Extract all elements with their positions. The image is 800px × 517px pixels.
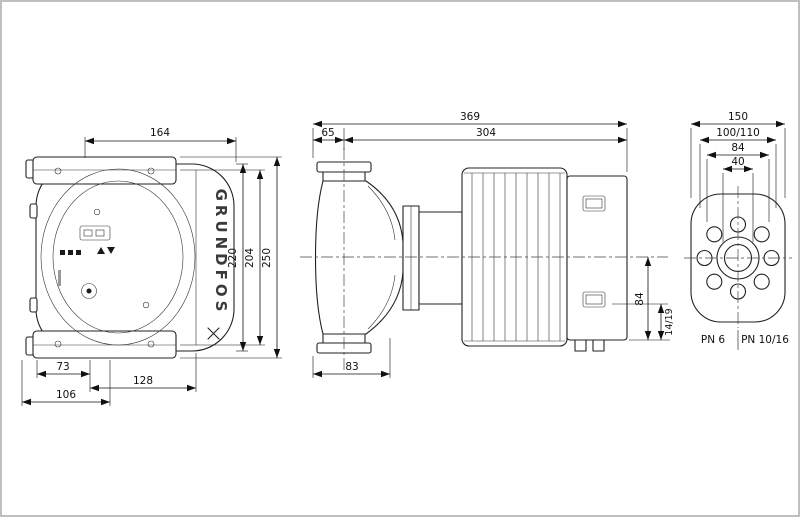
pn10-16-label: PN 10/16: [741, 334, 789, 346]
connector: [582, 291, 606, 308]
dim-label-40: 40: [731, 156, 744, 168]
dim-label-304: 304: [476, 127, 496, 139]
dim-label-164: 164: [150, 127, 170, 139]
dim-label-128: 128: [133, 375, 153, 387]
arrow-down-icon: [107, 247, 115, 254]
dim-label-100-110: 100/110: [716, 127, 760, 139]
top-flange: [25, 156, 177, 185]
dim-label-204: 204: [244, 248, 256, 268]
dim-label-369: 369: [460, 111, 480, 123]
dim-front-bottom: 73 128 106: [21, 353, 197, 406]
bolt-hole: [147, 167, 155, 175]
dim-label-84-flange: 84: [731, 142, 745, 154]
dim-label-83: 83: [345, 361, 358, 373]
screw: [93, 208, 101, 216]
dim-side-bottom: 83: [312, 338, 391, 378]
pn6-label: PN 6: [701, 334, 726, 346]
flange-end-view: 150 100/110 84 40 PN 6 PN 10/16: [684, 111, 792, 350]
dim-front-width: 164: [84, 127, 237, 162]
button: [60, 250, 65, 255]
side-view: 369 65 304 84 14/19 83: [300, 111, 675, 378]
bolt-hole: [147, 340, 155, 348]
volute: [314, 180, 404, 335]
dim-label-150: 150: [728, 111, 748, 123]
dim-label-220: 220: [227, 248, 239, 268]
control-panel: [40, 168, 196, 346]
display: [79, 225, 111, 241]
clamp-screw: [29, 203, 38, 219]
pn-table: PN 6 PN 10/16: [701, 330, 789, 350]
dim-label-65: 65: [321, 127, 334, 139]
dim-side-lengths: 369 65 304: [312, 111, 628, 172]
front-view: GRUNDFOS 164 220 204 250: [21, 127, 282, 406]
cable-gland: [574, 339, 587, 352]
button: [68, 250, 73, 255]
dim-cable-glands: 14/19: [612, 303, 675, 340]
screw: [142, 301, 150, 309]
dim-label-250: 250: [261, 248, 273, 268]
bolt-hole: [54, 167, 62, 175]
dim-label-84-side: 84: [634, 292, 646, 306]
dim-label-14-19: 14/19: [664, 308, 675, 335]
motor-neck: [418, 211, 463, 305]
clamp-screw: [29, 297, 38, 313]
dim-side-height: 84: [629, 257, 670, 341]
dial-button: [81, 283, 97, 299]
dim-label-73: 73: [56, 361, 69, 373]
bottom-flange: [25, 330, 177, 359]
cable-gland: [592, 339, 605, 352]
bolt-hole: [54, 340, 62, 348]
dim-label-106: 106: [56, 389, 76, 401]
terminal-box: [566, 175, 628, 352]
dim-flange-stack: 150 100/110 84 40: [690, 111, 786, 242]
small-label: [58, 270, 61, 286]
dim-front-heights: 220 204 250: [180, 156, 282, 359]
grundfos-logo-icon: [207, 327, 220, 340]
button: [76, 250, 81, 255]
brand-label: GRUNDFOS: [212, 189, 230, 316]
arrow-up-icon: [97, 247, 105, 254]
connector: [582, 195, 606, 212]
